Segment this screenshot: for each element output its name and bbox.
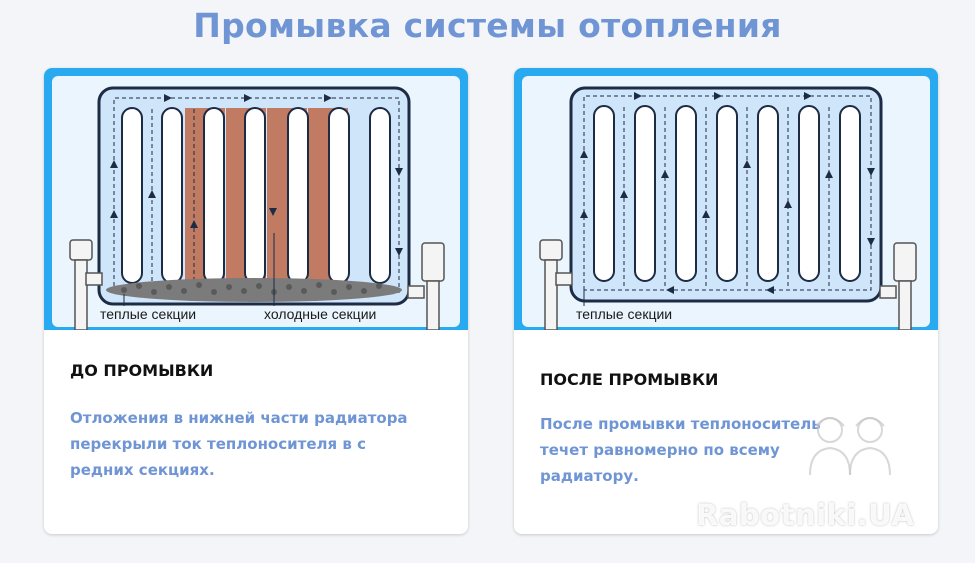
warm-sections-label: теплые секции [576,306,673,322]
after-card: теплые секции ПОСЛЕ ПРОМЫВКИ После промы… [514,68,938,534]
cold-sections-label: холодные секции [264,306,377,322]
before-text-line: Отложения в нижней части радиатора [70,409,408,427]
before-heading: ДО ПРОМЫВКИ [70,361,214,380]
warm-sections-label: теплые секции [100,306,197,322]
workers-watermark-icon [809,417,891,476]
watermark-text: Rabotniki.UA [696,498,915,532]
after-text-line: течет равномерно по всему [540,441,780,459]
before-radiator-panel: теплые секции холодные секции [44,68,468,330]
inlet-valve [539,239,573,330]
before-card: теплые секции холодные секции ДО ПРОМЫВК… [44,68,468,534]
after-radiator-panel: теплые секции [514,68,938,330]
after-description: После промывки теплоноситель течет равно… [540,411,910,489]
before-text-line: перекрыли ток теплоносителя в с [70,435,366,453]
outlet-valve [879,242,917,330]
after-radiator-diagram [514,68,938,330]
before-description: Отложения в нижней части радиатора перек… [70,405,440,483]
after-heading: ПОСЛЕ ПРОМЫВКИ [540,370,719,389]
page-title: Промывка системы отопления [193,6,782,45]
outlet-valve [407,242,445,330]
after-text-line: радиатору. [540,467,639,485]
after-text-line: После промывки теплоноситель [540,415,821,433]
sediment [106,278,402,302]
inlet-valve [69,239,103,330]
before-text-line: редних секциях. [70,461,215,479]
before-radiator-diagram [44,68,468,330]
